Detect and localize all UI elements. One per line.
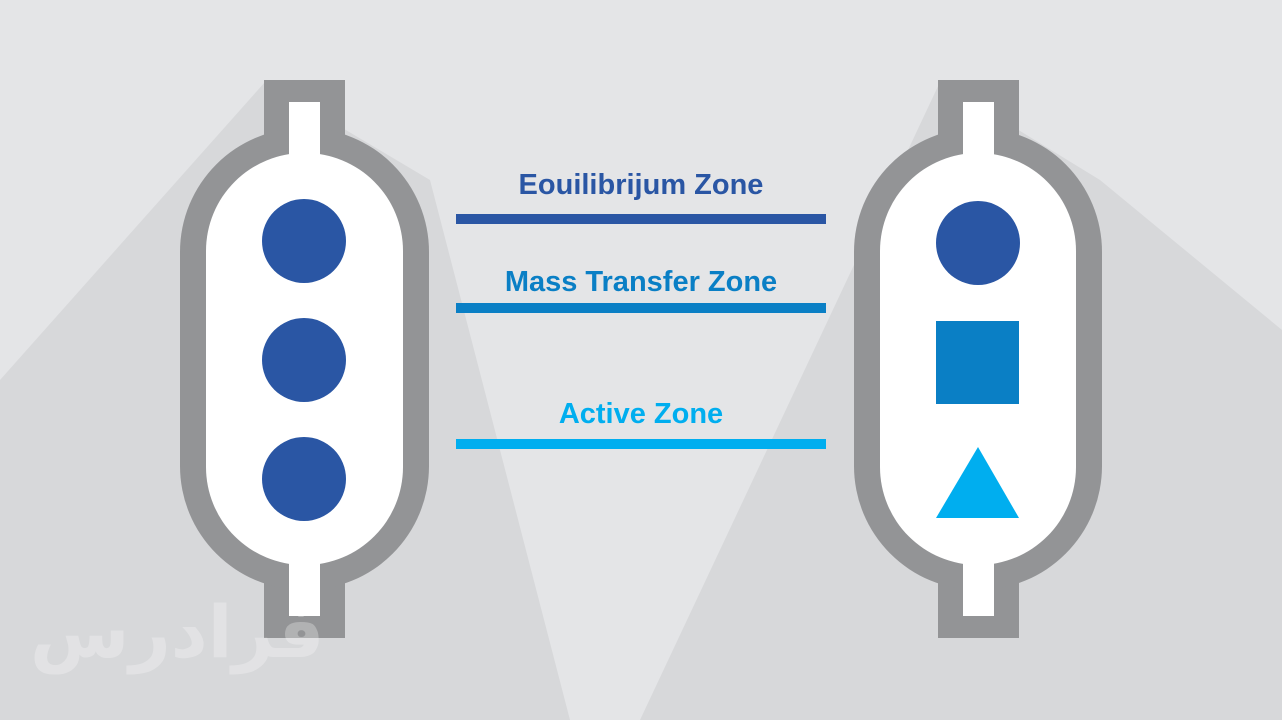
right-column-top-neck-inner xyxy=(963,102,994,162)
active-zone-line xyxy=(456,439,826,449)
right-column-bottom-neck-inner xyxy=(963,556,994,616)
right-column xyxy=(854,80,1102,638)
right-particle-square xyxy=(936,321,1019,404)
mass-transfer-zone-label: Mass Transfer Zone xyxy=(504,266,778,298)
left-column-bottom-neck-inner xyxy=(289,556,320,616)
right-particle-triangle xyxy=(936,447,1019,518)
left-column-top-neck-inner xyxy=(289,102,320,162)
left-particle-circle-1 xyxy=(262,199,346,283)
equilibrium-zone-line xyxy=(456,214,826,224)
watermark-logo: فرادرس xyxy=(30,590,325,674)
mass-transfer-zone-line xyxy=(456,303,826,313)
left-particle-circle-3 xyxy=(262,437,346,521)
left-column xyxy=(180,80,429,638)
active-zone-label: Active Zone xyxy=(558,398,724,430)
equilibrium-zone-label: Eouilibrijum Zone xyxy=(518,169,764,201)
right-particle-circle xyxy=(936,201,1020,285)
left-particle-circle-2 xyxy=(262,318,346,402)
